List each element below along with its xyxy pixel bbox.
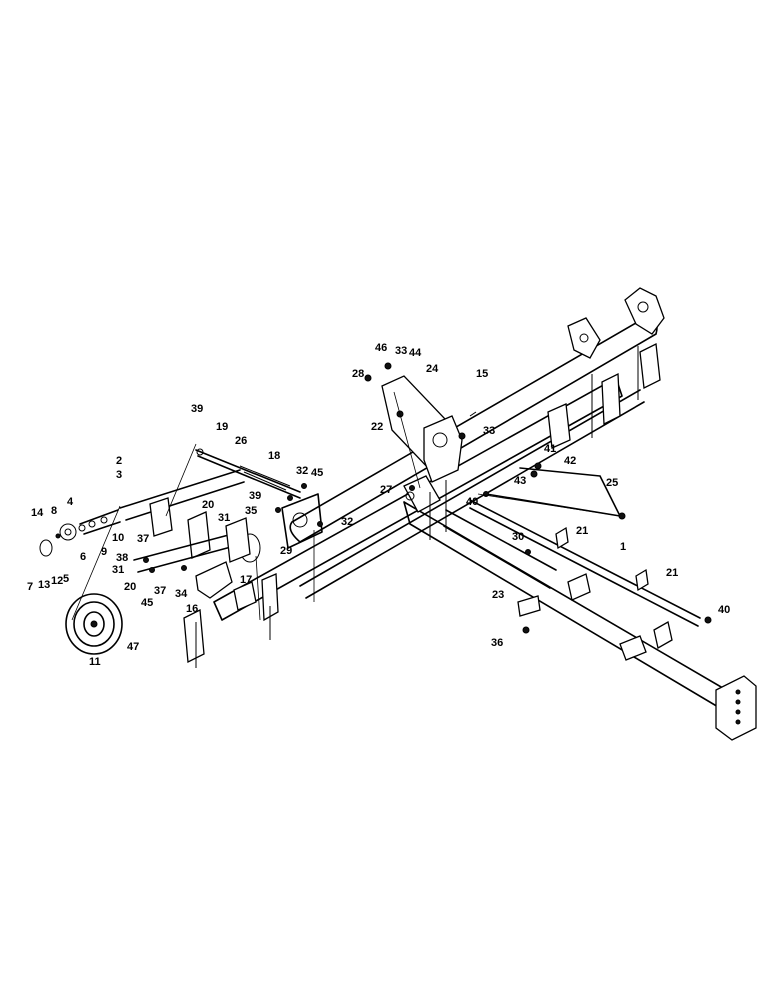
callout-23: 23 (492, 589, 504, 601)
callout-39a: 39 (191, 403, 203, 415)
callout-37a: 37 (137, 533, 149, 545)
hitch-tongue (403, 501, 741, 715)
callout-43: 43 (514, 475, 526, 487)
callout-9: 9 (101, 546, 107, 558)
callout-19: 19 (216, 421, 228, 433)
callout-42: 42 (564, 455, 576, 467)
callout-45a: 45 (311, 467, 323, 479)
callout-30: 30 (512, 531, 524, 543)
callout-44: 44 (409, 347, 422, 359)
callout-15: 15 (476, 368, 488, 380)
callout-16: 16 (186, 603, 198, 615)
callout-21b: 21 (666, 567, 678, 579)
callout-3: 3 (116, 469, 122, 481)
arm-25 (485, 467, 621, 517)
callout-46: 46 (375, 342, 387, 354)
callout-39b: 39 (249, 490, 261, 502)
callout-8: 8 (51, 505, 57, 517)
callout-32b: 32 (341, 516, 353, 528)
wheel (65, 593, 123, 655)
callout-20b: 20 (124, 581, 136, 593)
callout-1: 1 (620, 541, 626, 553)
callout-40b: 40 (718, 604, 730, 616)
callout-26: 26 (235, 435, 247, 447)
callout-20a: 20 (202, 499, 214, 511)
callout-10: 10 (112, 532, 124, 544)
callout-32a: 32 (296, 465, 308, 477)
callout-24: 24 (426, 363, 439, 375)
callout-35: 35 (245, 505, 257, 517)
callout-11: 11 (89, 656, 101, 668)
callout-36: 36 (491, 637, 503, 649)
callout-6: 6 (80, 551, 86, 563)
callout-18: 18 (268, 450, 280, 462)
secondary-frame-bar (299, 389, 645, 599)
callout-33b: 33 (483, 425, 495, 437)
callout-28: 28 (352, 368, 364, 380)
callout-17: 17 (240, 574, 252, 586)
callout-13: 13 (38, 579, 50, 591)
callout-38: 38 (116, 552, 128, 564)
callout-47: 47 (127, 641, 139, 653)
callout-5: 5 (63, 573, 69, 585)
hitch-clevis (715, 675, 757, 741)
callout-41: 41 (544, 443, 556, 455)
callout-21a: 21 (576, 525, 588, 537)
lift-arm (119, 469, 245, 521)
brace-bar (469, 499, 701, 627)
callout-12: 12 (51, 575, 63, 587)
callout-7: 7 (27, 581, 33, 593)
callout-34: 34 (175, 588, 188, 600)
main-frame-drawing (39, 287, 757, 741)
callout-25: 25 (606, 477, 618, 489)
callout-37b: 37 (154, 585, 166, 597)
callout-labels: 1 2 3 4 5 6 7 8 9 10 11 12 13 14 15 16 1… (27, 342, 730, 668)
callout-29: 29 (280, 545, 292, 557)
callout-45b: 45 (141, 597, 153, 609)
callout-33a: 33 (395, 345, 407, 357)
main-toolbar-tube (289, 315, 658, 543)
callout-31b: 31 (112, 564, 124, 576)
callout-14: 14 (31, 507, 44, 519)
callout-4: 4 (67, 496, 74, 508)
callout-27: 27 (380, 484, 392, 496)
callout-22: 22 (371, 421, 383, 433)
callout-31a: 31 (218, 512, 230, 524)
callout-40a: 40 (466, 496, 478, 508)
turnbuckle (195, 449, 301, 499)
callout-2: 2 (116, 455, 122, 467)
wheel-spindle (79, 509, 121, 535)
tube-end-bracket (624, 287, 665, 335)
